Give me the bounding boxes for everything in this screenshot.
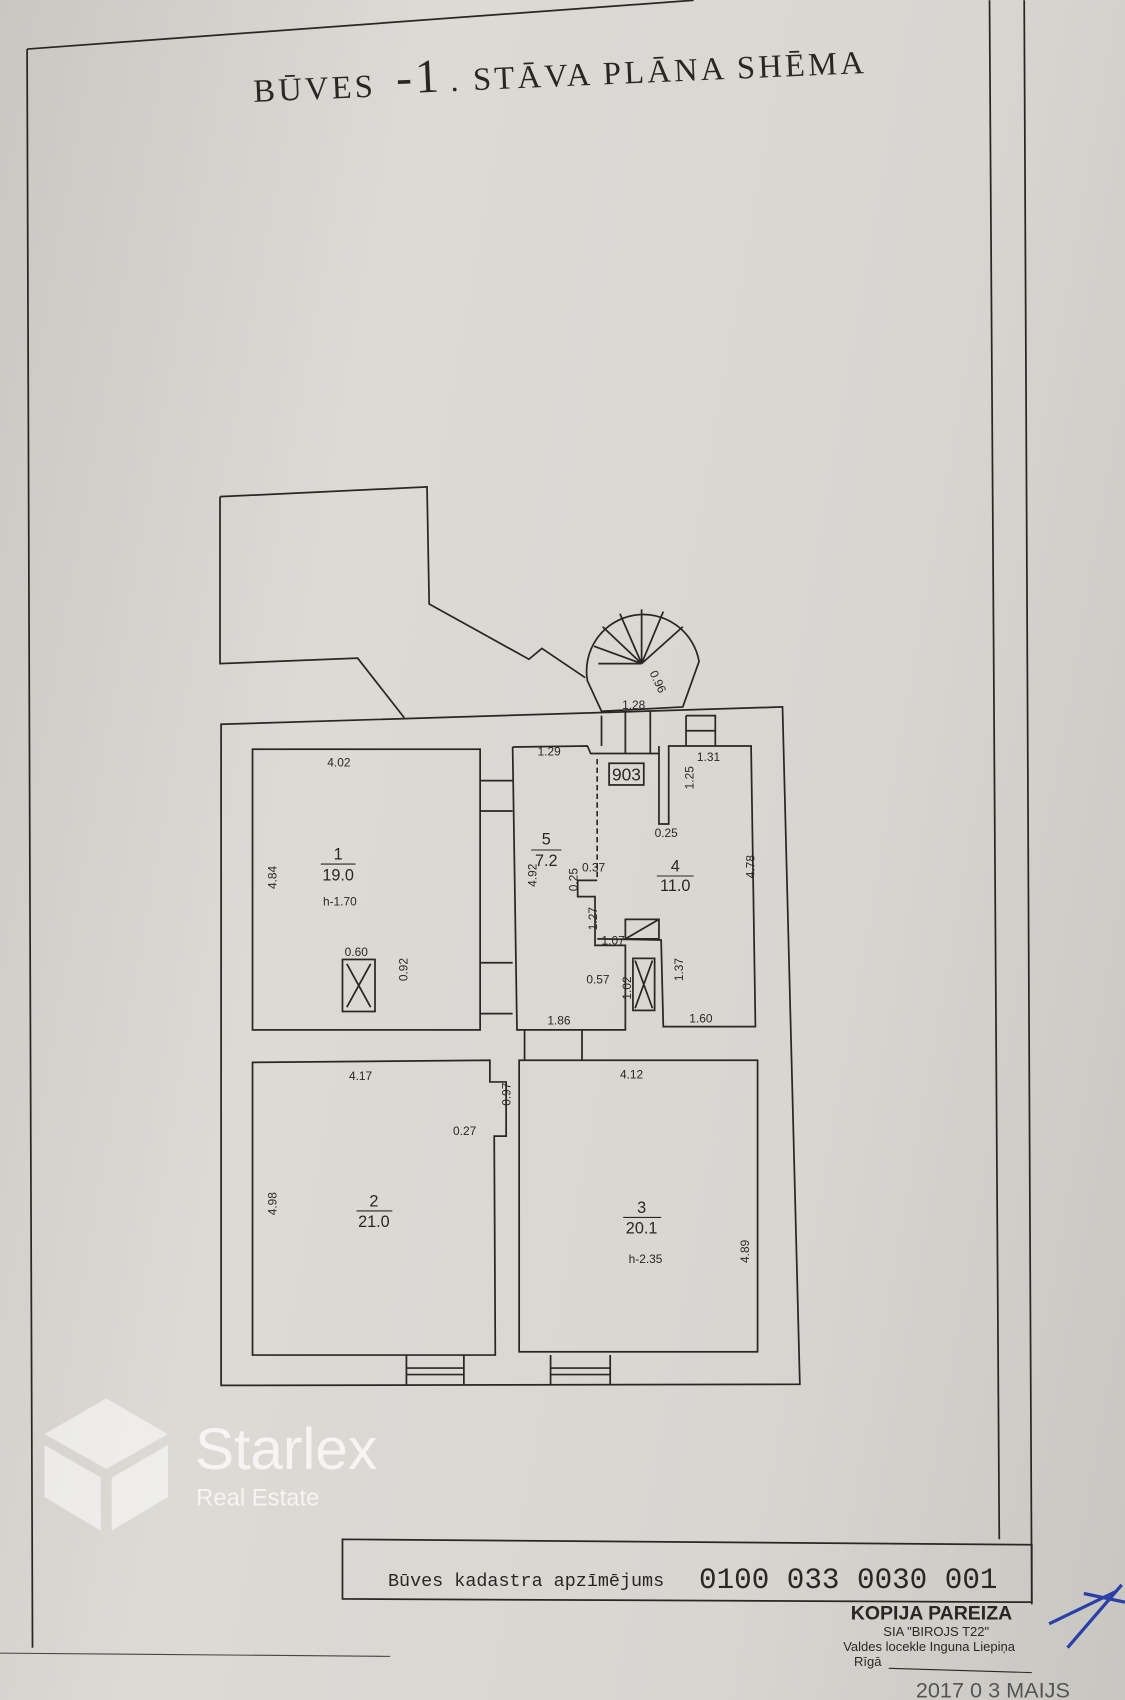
room-5: 5 7.2 1.29 4.92 0.37 0.25 1.27 0.57 1.02… bbox=[511, 745, 660, 1031]
room-1: 1 19.0 h-1.70 4.02 4.84 0.60 0.92 bbox=[251, 748, 513, 1031]
label: 0.96 bbox=[647, 668, 670, 695]
label: KOPIJA PAREIZA bbox=[851, 1603, 1012, 1625]
label: 0.92 bbox=[397, 958, 411, 982]
steps-north bbox=[685, 714, 717, 746]
upper-annex bbox=[219, 486, 586, 719]
label: 1.37 bbox=[672, 958, 686, 982]
title-prefix: BŪVES bbox=[253, 69, 377, 110]
label: h-2.35 bbox=[629, 1252, 663, 1266]
label: 1.60 bbox=[689, 1011, 713, 1025]
label: 1.07 bbox=[602, 933, 626, 947]
label: Valdes locekle Inguna Liepiņa bbox=[843, 1639, 1016, 1654]
label: 1.28 bbox=[622, 698, 646, 712]
label: h-1.70 bbox=[323, 894, 357, 908]
spiral-stair: 1.28 0.96 bbox=[585, 609, 700, 713]
title-floor: -1 bbox=[395, 50, 443, 104]
label: 4.89 bbox=[738, 1239, 752, 1263]
label: 0.57 bbox=[586, 972, 610, 986]
label: Starlex bbox=[195, 1417, 377, 1482]
label: 4.78 bbox=[743, 855, 757, 879]
label: 4.17 bbox=[349, 1069, 373, 1083]
label: 0.25 bbox=[567, 868, 581, 892]
outer-wall bbox=[220, 706, 801, 1387]
label: 0100 033 0030 001 bbox=[699, 1564, 997, 1597]
label: Real Estate bbox=[196, 1485, 319, 1512]
label: 5 bbox=[542, 831, 551, 849]
label: 19.0 bbox=[322, 866, 354, 884]
sheet-frame bbox=[26, 0, 1033, 1648]
label: 4.98 bbox=[265, 1192, 279, 1216]
label: 0.97 bbox=[499, 1082, 513, 1106]
label: 3 bbox=[637, 1199, 646, 1217]
room-3: 3 20.1 h-2.35 4.12 4.89 bbox=[518, 1059, 759, 1353]
title: BŪVES -1 . STĀVA PLĀNA SHĒMA bbox=[253, 45, 868, 110]
steps-south bbox=[405, 1355, 612, 1385]
label: 1 bbox=[334, 846, 343, 864]
label: Būves kadastra apzīmējums bbox=[388, 1571, 664, 1592]
label: 1.02 bbox=[620, 976, 634, 1000]
marker-903-box bbox=[608, 762, 645, 786]
room-2: 2 21.0 4.17 4.98 0.27 0.97 bbox=[251, 1059, 513, 1356]
label: 2017 0 3 MAIJS bbox=[916, 1678, 1070, 1700]
label: 4.02 bbox=[327, 756, 351, 770]
passage bbox=[523, 1029, 583, 1061]
label: 4 bbox=[671, 858, 680, 876]
label: Rīgā bbox=[854, 1654, 882, 1669]
label: 0.60 bbox=[345, 945, 369, 959]
watermark-logo: Starlex Real Estate bbox=[44, 1398, 377, 1531]
label: 21.0 bbox=[358, 1213, 390, 1231]
label: 1.31 bbox=[697, 750, 721, 764]
label: 0.37 bbox=[582, 861, 606, 875]
divider bbox=[0, 1652, 391, 1657]
label: 0.25 bbox=[655, 826, 679, 840]
label: 1.86 bbox=[547, 1013, 571, 1027]
label: 1.25 bbox=[683, 766, 697, 790]
marker-903: 903 bbox=[612, 765, 641, 785]
label: 11.0 bbox=[660, 877, 690, 895]
cadastre-box: Būves kadastra apzīmējums 0100 033 0030 … bbox=[341, 1538, 1033, 1604]
label: 4.92 bbox=[525, 863, 539, 887]
label: SIA "BIROJS T22" bbox=[883, 1624, 989, 1639]
label: 2 bbox=[369, 1193, 378, 1211]
label: 0.27 bbox=[453, 1124, 477, 1138]
certification-stamp: KOPIJA PAREIZA SIA "BIROJS T22" Valdes l… bbox=[843, 1583, 1125, 1700]
label: 20.1 bbox=[626, 1220, 658, 1238]
room-4: 903 4 11.0 1.31 1.25 0.25 4.78 1.07 1.37… bbox=[597, 711, 757, 1028]
signature bbox=[1048, 1583, 1125, 1649]
label: 4.84 bbox=[265, 865, 279, 889]
label: 7.2 bbox=[535, 852, 558, 870]
title-suffix: . STĀVA PLĀNA SHĒMA bbox=[450, 45, 868, 99]
label: 1.29 bbox=[538, 745, 562, 759]
label: 4.12 bbox=[620, 1068, 644, 1082]
label: 1.27 bbox=[586, 907, 600, 931]
